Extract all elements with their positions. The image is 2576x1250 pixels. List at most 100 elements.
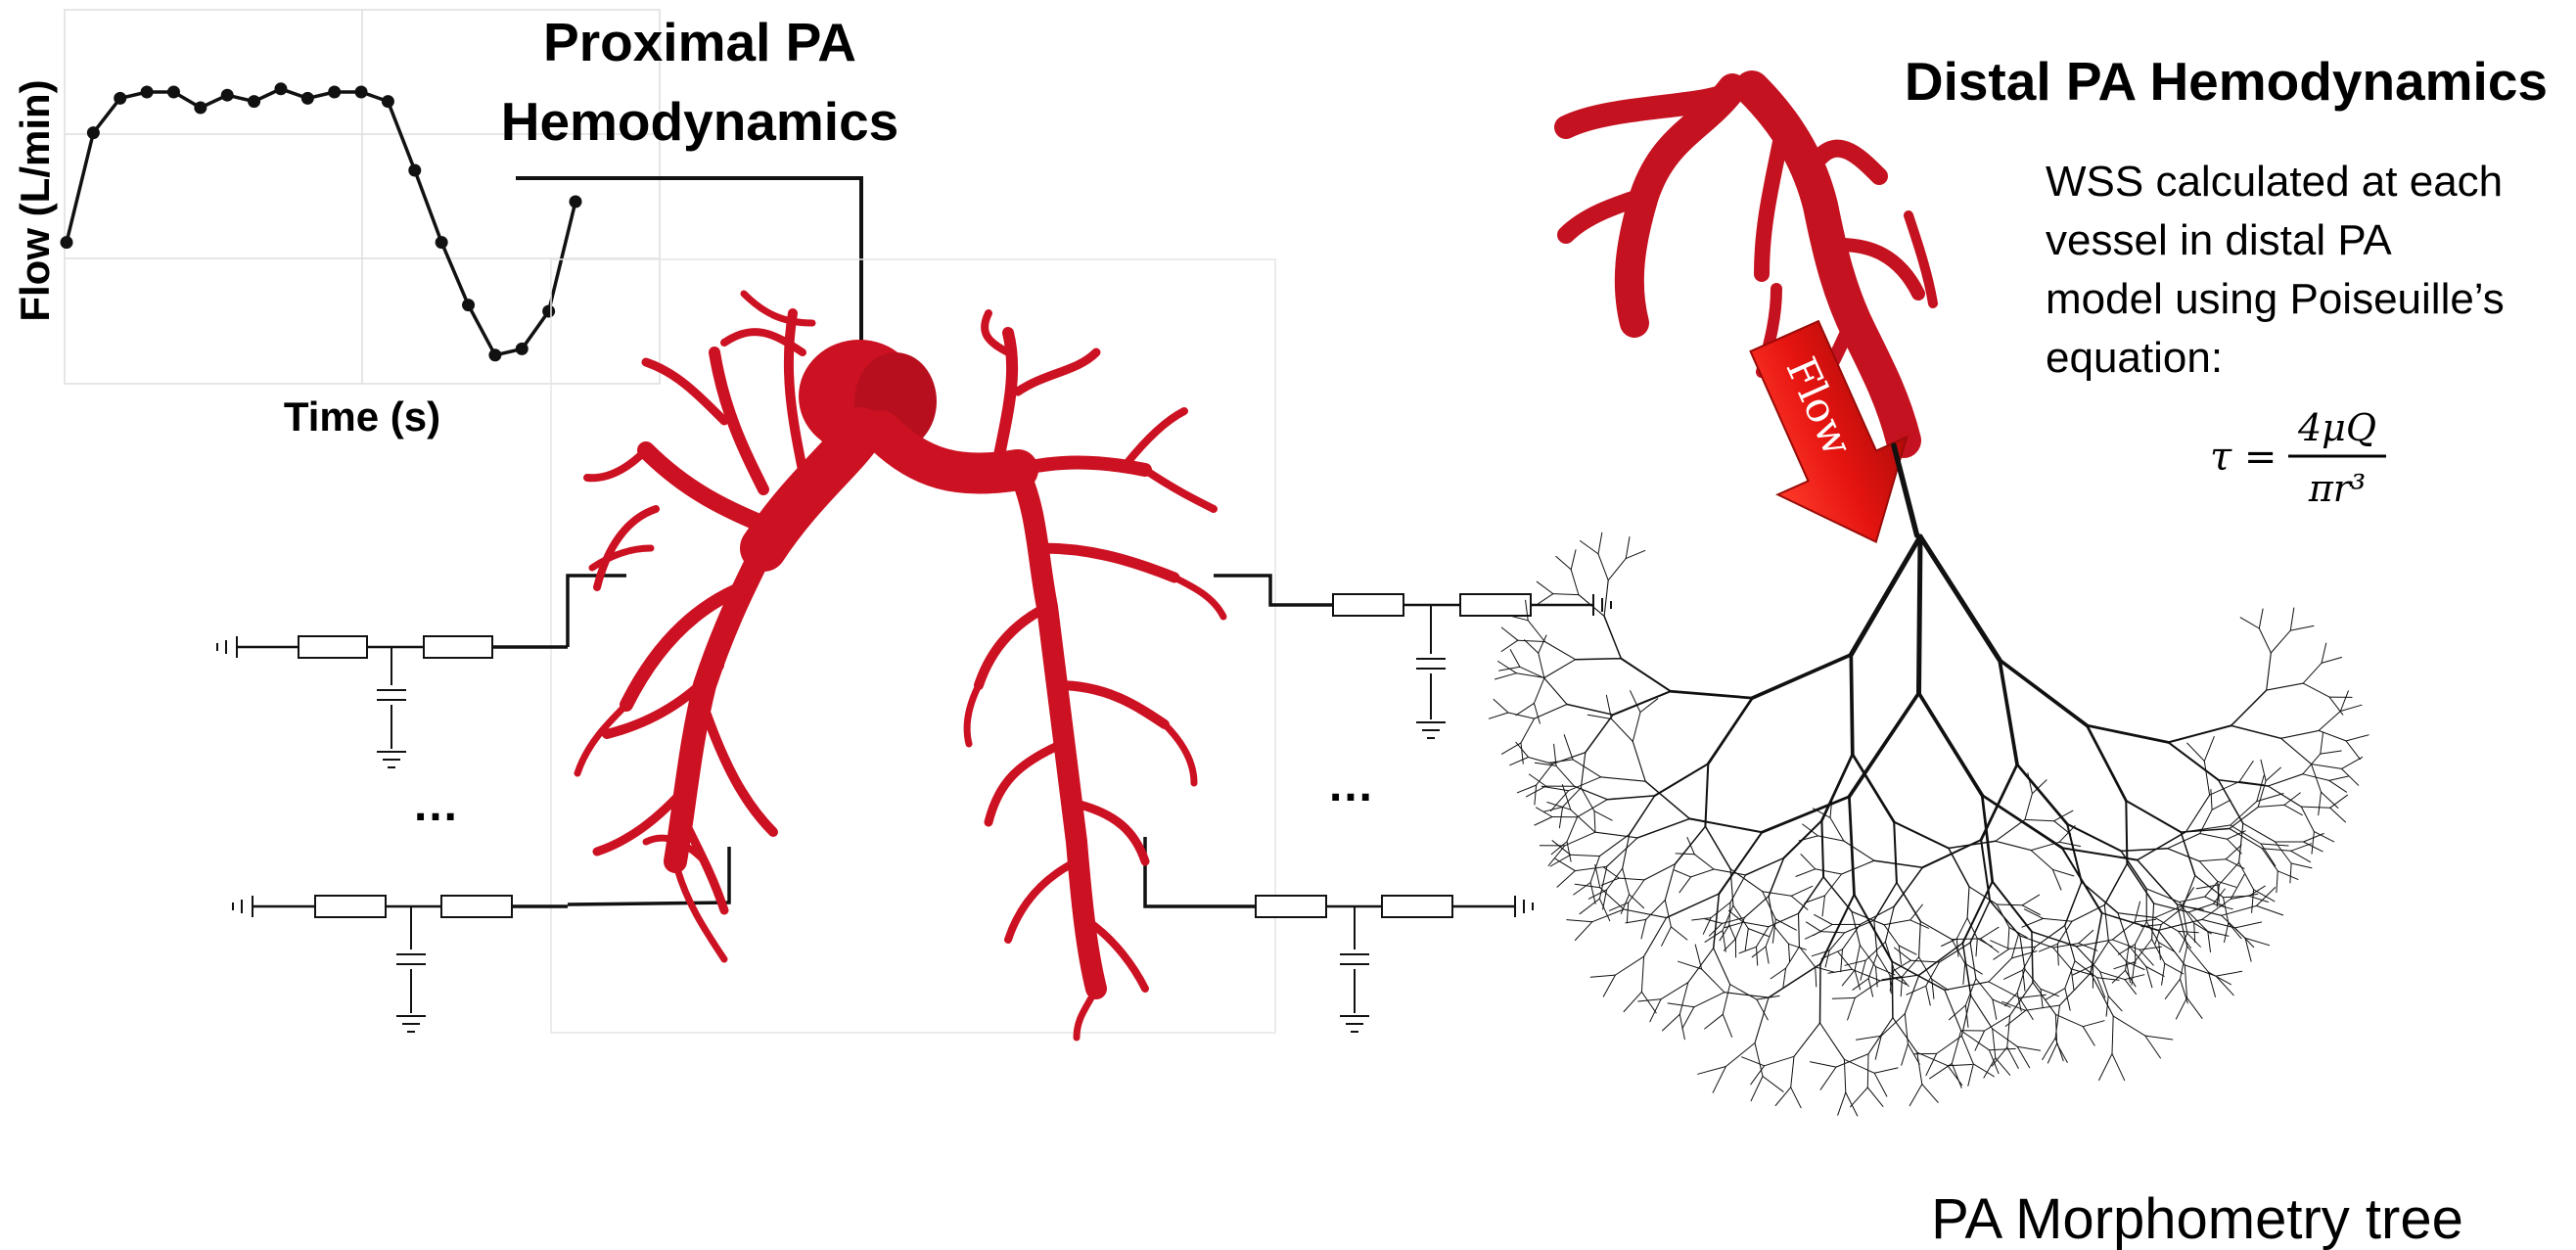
tree-branch (2067, 824, 2121, 852)
tree-branch (1569, 777, 1601, 791)
tree-branch (2008, 927, 2009, 948)
tree-branch (1867, 1088, 1883, 1106)
tree-branch (1729, 925, 1736, 941)
tree-branch (2043, 1038, 2055, 1059)
tree-branch (2169, 725, 2231, 742)
tree-branch (2261, 844, 2288, 846)
tree-branch (2211, 790, 2212, 810)
tree-branch (1580, 899, 1599, 914)
tree-branch (2072, 905, 2104, 922)
tree-branch (2126, 801, 2127, 863)
flow-point (408, 164, 421, 177)
tree-branch (1544, 642, 1575, 660)
tree-branch (2322, 792, 2338, 808)
distal-description-line: model using Poiseuille’s (2046, 275, 2505, 323)
tree-branch (2168, 849, 2200, 861)
distal-description-line: vessel in distal PA (2046, 216, 2392, 264)
tree-branch (1705, 826, 1730, 868)
tree-branch (1682, 1007, 1694, 1029)
tree-branch (1919, 957, 1932, 980)
tree-branch (1989, 958, 2012, 982)
circuit-right-bottom (1145, 837, 1533, 1032)
tree-branch (2230, 807, 2258, 828)
tree-branch (1920, 536, 2000, 660)
tree-branch (1799, 947, 1815, 967)
tree-branch (1641, 919, 1646, 939)
tree-branch (1851, 536, 1920, 655)
tree-branch (1705, 1014, 1724, 1029)
tree-branch (2121, 849, 2167, 852)
poiseuille-equation: τ = 4μQ πr³ (2210, 406, 2386, 510)
tree-branch (1961, 1036, 1973, 1064)
tree-branch (1705, 764, 1708, 826)
tree-branch (1547, 803, 1571, 810)
tree-branch (1844, 841, 1874, 860)
tree-branch (1713, 1067, 1725, 1093)
distal-description-line: equation: (2046, 334, 2223, 382)
tree-branch (1581, 753, 1585, 788)
tree-branch (1922, 1085, 1938, 1103)
tree-branch (2079, 930, 2093, 943)
tree-branch (2257, 775, 2264, 801)
tree-branch (1638, 999, 1661, 1001)
tree-branch (1489, 713, 1508, 718)
tree-branch (2231, 825, 2261, 844)
tree-branch (1894, 822, 1897, 883)
tree-branch (1857, 1036, 1882, 1040)
tree-branch (1894, 445, 1917, 535)
tree-branch (2139, 949, 2153, 965)
tree-branch (1816, 967, 1817, 987)
equation-numerator: 4μQ (2297, 406, 2376, 449)
tree-branch (1571, 570, 1579, 595)
tree-branch (2183, 876, 2195, 908)
tree-branch (1544, 660, 1576, 678)
tree-branch (2168, 834, 2200, 849)
tree-branch (1587, 715, 1611, 718)
tree-branch (1567, 817, 1578, 842)
tree-branch (1598, 554, 1608, 580)
tree-branch (2083, 1021, 2104, 1027)
tree-branch (1961, 995, 1970, 1036)
tree-branch (1997, 904, 2009, 927)
tree-branch (1775, 919, 1796, 930)
tree-branch (1825, 874, 1842, 896)
tree-branch (2169, 742, 2219, 779)
tree-branch (1517, 785, 1536, 793)
tree-branch (1535, 705, 1567, 719)
tree-branch (2240, 618, 2259, 628)
tree-branch (2176, 997, 2186, 1019)
tree-branch (1821, 755, 1852, 821)
tree-branch (1676, 854, 1694, 855)
tree-branch (1993, 1029, 2018, 1046)
tree-branch (2036, 926, 2065, 948)
tree-branch (1534, 703, 1540, 723)
tree-branch (1993, 1029, 1996, 1058)
tree-branch (1981, 927, 1999, 939)
tree-branch (1766, 947, 1769, 963)
tree-branch (2267, 683, 2304, 690)
tree-branch (2219, 862, 2238, 885)
tree-branch (1607, 838, 1637, 866)
circuit-right-top (1214, 576, 1611, 738)
tree-branch (2290, 608, 2294, 630)
tree-branch (1575, 922, 1592, 941)
tree-branch (1771, 968, 1786, 979)
tree-branch (1996, 841, 2031, 850)
tree-branch (1816, 869, 1842, 874)
tree-branch (1637, 818, 1689, 838)
tree-branch (1842, 970, 1855, 986)
tree-branch (1571, 810, 1595, 832)
tree-branch (1624, 909, 1667, 918)
tree-branch (1604, 616, 1621, 658)
flow-x-axis-label: Time (s) (284, 394, 440, 440)
tree-branch (1663, 1014, 1680, 1031)
tree-branch (1937, 1036, 1962, 1053)
tree-branch (1544, 678, 1567, 705)
tree-branch (2301, 807, 2314, 832)
proximal-title-line2: Hemodynamics (501, 91, 899, 152)
tree-branch (1801, 855, 1816, 869)
tree-branch (2186, 795, 2210, 832)
tree-branch (1805, 932, 1820, 940)
tree-branch (2020, 936, 2025, 969)
tree-branch (1783, 968, 1786, 988)
